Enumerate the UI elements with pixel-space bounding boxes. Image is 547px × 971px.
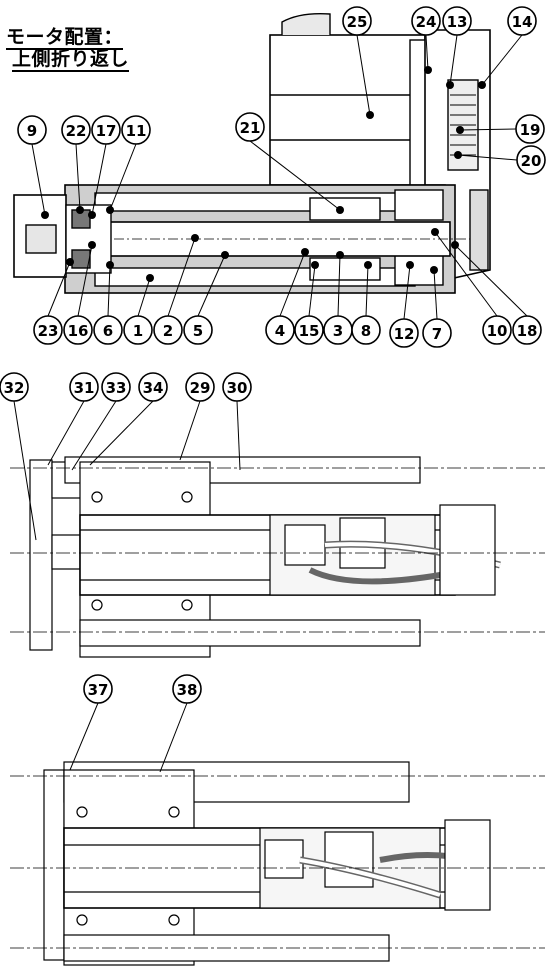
callout-13: 13 <box>442 6 472 36</box>
svg-text:20: 20 <box>521 152 542 170</box>
svg-text:11: 11 <box>126 122 147 140</box>
callout-31: 31 <box>69 372 99 402</box>
callout-37: 37 <box>83 674 113 704</box>
svg-text:10: 10 <box>487 322 508 340</box>
svg-text:5: 5 <box>193 322 203 340</box>
callout-1: 1 <box>123 315 153 345</box>
svg-text:31: 31 <box>74 379 95 397</box>
svg-text:17: 17 <box>96 122 117 140</box>
callout-33: 33 <box>101 372 131 402</box>
callout-3: 3 <box>323 315 353 345</box>
callout-16: 16 <box>63 315 93 345</box>
callout-8: 8 <box>351 315 381 345</box>
callout-15: 15 <box>294 315 324 345</box>
view-c <box>10 761 545 966</box>
svg-text:29: 29 <box>190 379 211 397</box>
svg-text:22: 22 <box>66 122 87 140</box>
svg-text:7: 7 <box>432 325 442 343</box>
callout-38: 38 <box>172 674 202 704</box>
callout-30: 30 <box>222 372 252 402</box>
callout-10: 10 <box>482 315 512 345</box>
svg-text:6: 6 <box>103 322 113 340</box>
svg-text:18: 18 <box>517 322 538 340</box>
svg-text:19: 19 <box>520 121 541 139</box>
callout-23: 23 <box>33 315 63 345</box>
callout-12: 12 <box>389 318 419 348</box>
svg-text:38: 38 <box>177 681 198 699</box>
svg-text:37: 37 <box>88 681 109 699</box>
callout-20: 20 <box>516 145 546 175</box>
callout-19: 19 <box>515 114 545 144</box>
leader-lines-bottom <box>69 702 188 773</box>
callout-4: 4 <box>265 315 295 345</box>
section-view <box>13 12 491 294</box>
svg-text:14: 14 <box>512 13 533 31</box>
svg-text:16: 16 <box>68 322 89 340</box>
svg-text:33: 33 <box>106 379 127 397</box>
view-b <box>10 456 545 658</box>
leader-lines-mid <box>13 400 241 541</box>
callout-32: 32 <box>0 372 29 402</box>
svg-text:3: 3 <box>333 322 343 340</box>
callout-18: 18 <box>512 315 542 345</box>
svg-text:2: 2 <box>163 322 173 340</box>
callout-17: 17 <box>91 115 121 145</box>
svg-text:4: 4 <box>275 322 285 340</box>
svg-text:25: 25 <box>347 13 368 31</box>
svg-text:1: 1 <box>133 322 143 340</box>
callout-11: 11 <box>121 115 151 145</box>
diagram-title-line2: 上側折り返し <box>12 48 130 72</box>
svg-text:34: 34 <box>143 379 164 397</box>
leader-dots-top <box>41 66 486 282</box>
svg-text:8: 8 <box>361 322 371 340</box>
callout-7: 7 <box>422 318 452 348</box>
leader-lines-top <box>31 34 528 320</box>
diagram-title-line1: モータ配置： <box>6 26 124 50</box>
svg-text:24: 24 <box>416 13 437 31</box>
svg-text:12: 12 <box>394 325 415 343</box>
callout-25: 25 <box>342 6 372 36</box>
callout-6: 6 <box>93 315 123 345</box>
callout-21: 21 <box>235 112 265 142</box>
callout-22: 22 <box>61 115 91 145</box>
svg-text:13: 13 <box>447 13 468 31</box>
svg-text:23: 23 <box>38 322 59 340</box>
svg-text:21: 21 <box>240 119 261 137</box>
svg-text:32: 32 <box>4 379 25 397</box>
callout-14: 14 <box>507 6 537 36</box>
svg-text:9: 9 <box>27 122 37 140</box>
callout-29: 29 <box>185 372 215 402</box>
callout-5: 5 <box>183 315 213 345</box>
callout-2: 2 <box>153 315 183 345</box>
callout-9: 9 <box>17 115 47 145</box>
svg-text:15: 15 <box>299 322 320 340</box>
callout-24: 24 <box>411 6 441 36</box>
svg-text:30: 30 <box>227 379 248 397</box>
callout-34: 34 <box>138 372 168 402</box>
